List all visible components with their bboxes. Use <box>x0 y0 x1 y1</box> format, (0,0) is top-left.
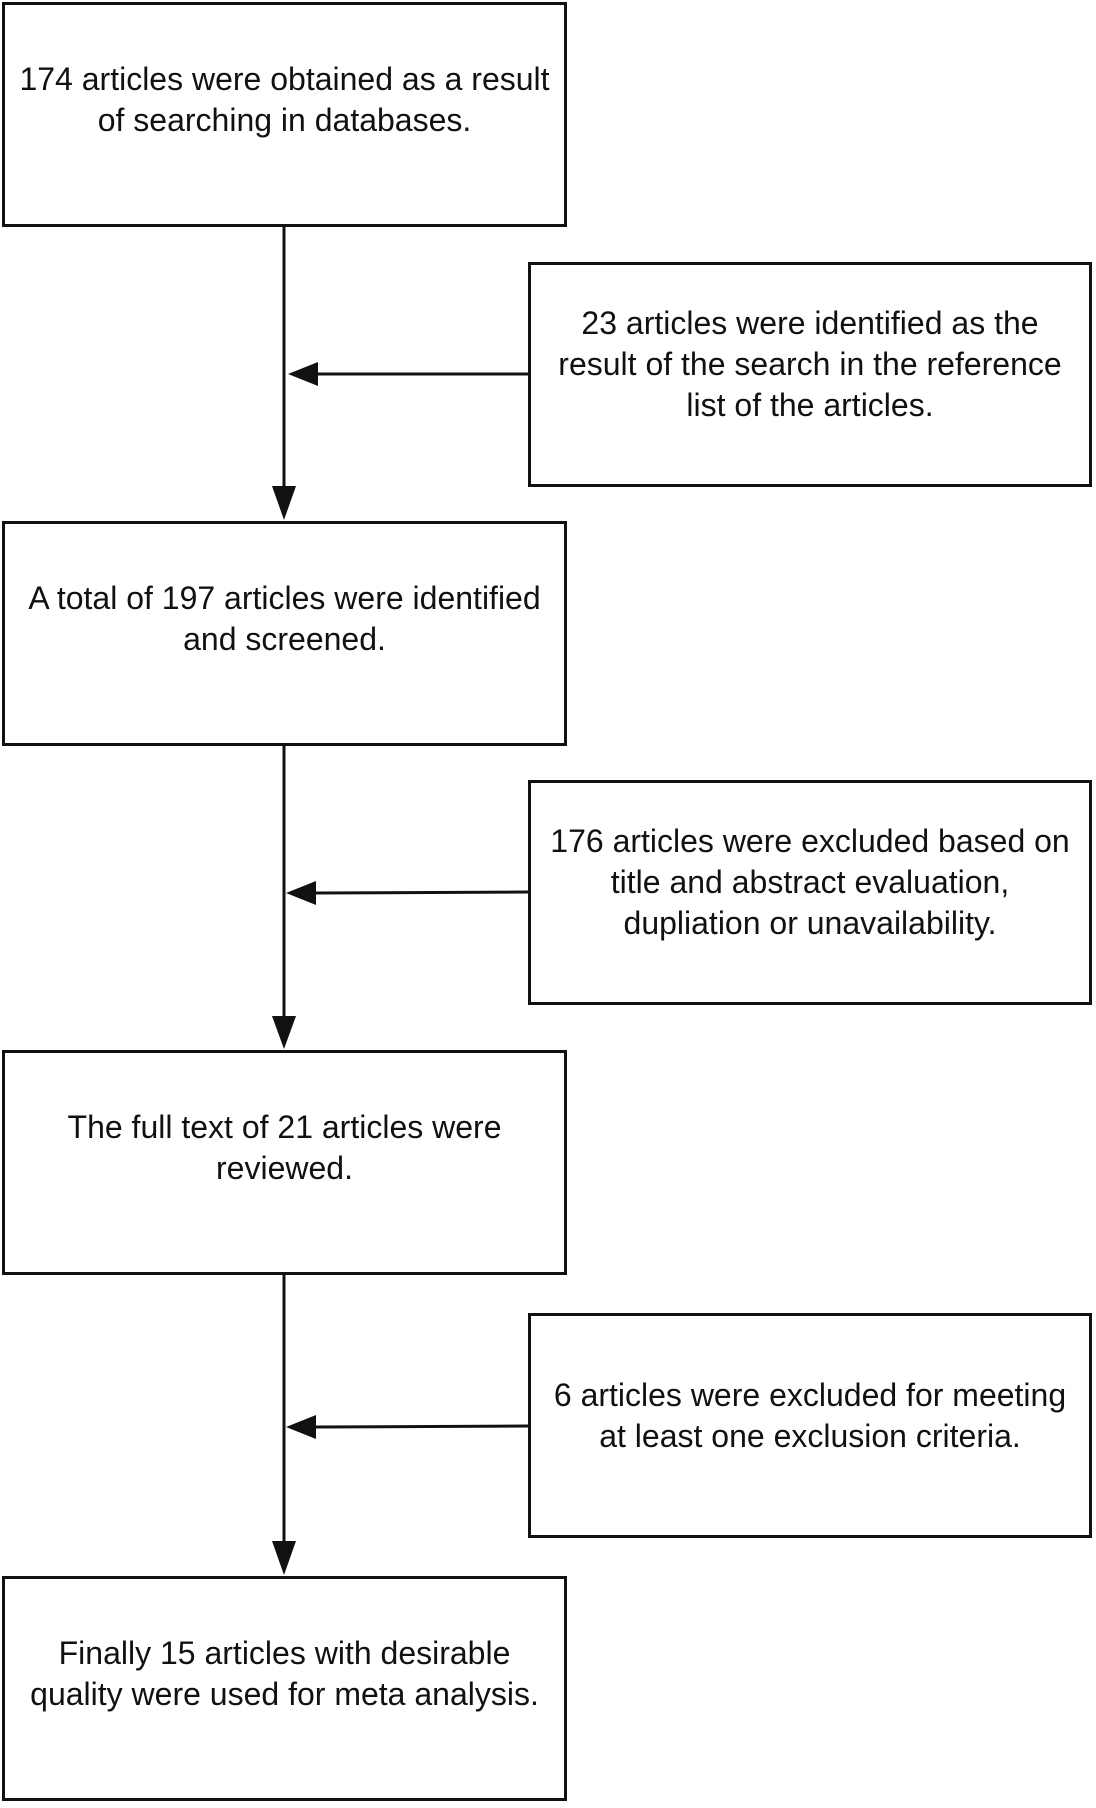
side-note-text-1: 23 articles were identified as the resul… <box>558 305 1062 423</box>
step-text-1: 174 articles were obtained as a result o… <box>19 60 550 138</box>
arrow-down-3 <box>272 1275 296 1575</box>
step-text-4: Finally 15 articles with desirable quali… <box>30 1634 539 1712</box>
side-note-box-1: 23 articles were identified as the resul… <box>528 262 1092 487</box>
side-note-text-3: 6 articles were excluded for meeting at … <box>553 1376 1067 1454</box>
arrow-left-2 <box>286 881 529 905</box>
step-box-3: The full text of 21 articles were review… <box>2 1050 567 1275</box>
arrow-down-2 <box>272 746 296 1049</box>
step-box-2: A total of 197 articles were identified … <box>2 521 567 746</box>
arrow-down-1 <box>272 227 296 520</box>
arrow-left-1 <box>288 362 528 386</box>
step-box-4: Finally 15 articles with desirable quali… <box>2 1576 567 1801</box>
step-text-2: A total of 197 articles were identified … <box>28 579 541 657</box>
step-text-3: The full text of 21 articles were review… <box>67 1108 502 1186</box>
side-note-box-3: 6 articles were excluded for meeting at … <box>528 1313 1092 1538</box>
arrow-left-3 <box>286 1415 529 1439</box>
side-note-text-2: 176 articles were excluded based on titl… <box>550 823 1070 941</box>
side-note-box-2: 176 articles were excluded based on titl… <box>528 780 1092 1005</box>
step-box-1: 174 articles were obtained as a result o… <box>2 2 567 227</box>
